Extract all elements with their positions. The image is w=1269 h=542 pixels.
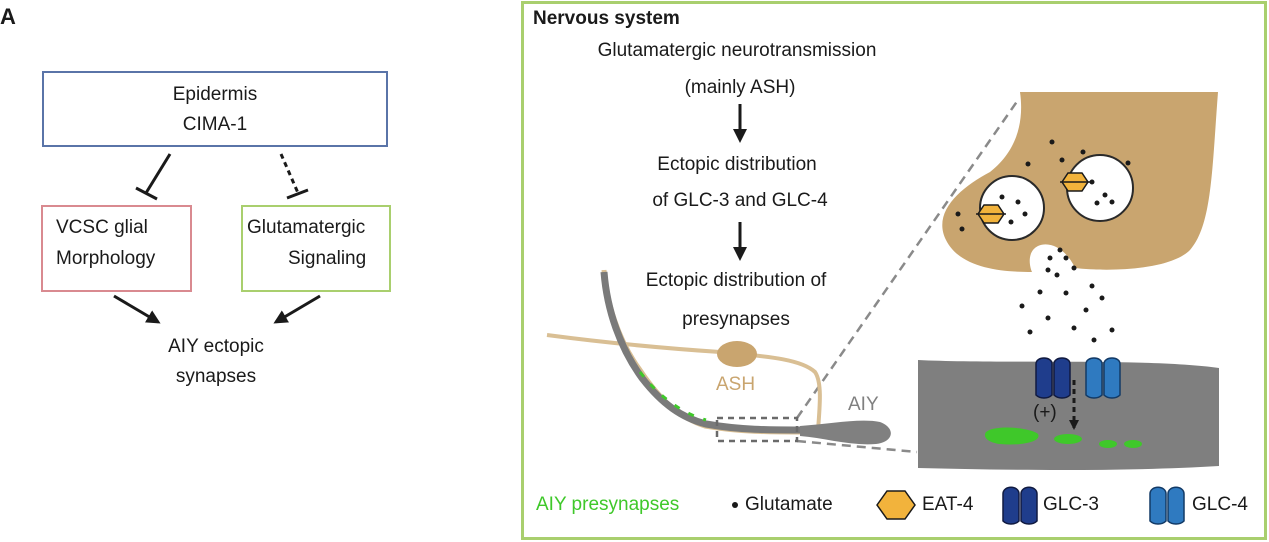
legend-glutamate-dot [732,502,738,508]
morphology-label: Morphology [56,248,156,269]
zoom-line-upper [795,99,1020,419]
glc3-receptor [1035,357,1071,399]
aiy-presynapse-patches [984,427,1142,448]
flow-step2-line2: of GLC-3 and GLC-4 [652,190,828,211]
legend-eat4-icon [876,490,916,520]
aiy-label: AIY [848,394,879,415]
legend-presynapses-label: AIY presynapses [536,494,680,515]
zoom-line-lower [796,439,918,454]
aiy-neuron [600,271,891,445]
panel-letter: A [0,4,16,29]
epidermis-label: Epidermis [172,84,258,105]
glutamatergic-label: Glutamatergic [247,217,366,238]
synapses-label: synapses [175,366,257,387]
panel-title: Nervous system [533,8,680,29]
legend-glc4-icon [1149,486,1185,525]
inhibit-glut-dashed-arrow [279,153,309,200]
glc4-receptor [1085,357,1121,399]
glutamate-dots [955,139,1131,343]
glutamatergic-signaling-box [241,205,391,292]
legend-glc4-label: GLC-4 [1192,494,1248,515]
flow-step1-line1: Glutamatergic neurotransmission [597,40,877,61]
legend-glutamate-label: Glutamate [745,494,833,515]
ash-neuron [546,269,822,435]
eat4-transporters [976,172,1090,224]
glut-to-aiy-arrow [273,294,321,324]
legend-glc3-label: GLC-3 [1043,494,1099,515]
flow-step1-line2: (mainly ASH) [684,77,796,98]
flow-step3-line1: Ectopic distribution of [645,270,827,291]
cima1-label: CIMA-1 [182,114,248,135]
plus-label: (+) [1033,402,1057,423]
zoom-box [715,416,799,443]
inhibit-vcsc-arrow [135,153,172,201]
ash-label: ASH [716,374,756,395]
vcsc-glial-box [41,205,192,292]
nervous-system-panel [521,1,1267,540]
flow-step3-line2: presynapses [682,309,790,330]
aiy-ectopic-label: AIY ectopic [168,336,264,357]
vcsc-to-aiy-arrow [113,294,161,324]
vcsc-glial-label: VCSC glial [56,217,148,238]
epidermis-box [42,71,388,147]
signaling-label: Signaling [288,248,367,269]
flow-step2-line1: Ectopic distribution [657,154,817,175]
legend-eat4-label: EAT-4 [922,494,974,515]
legend-glc3-icon [1002,486,1038,525]
